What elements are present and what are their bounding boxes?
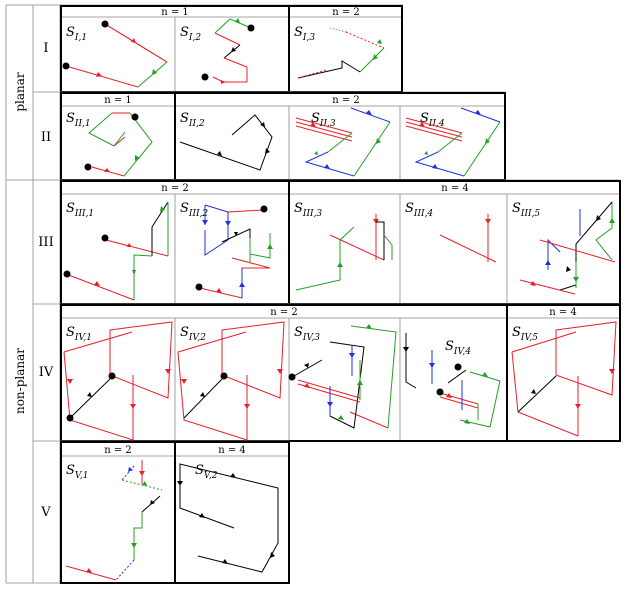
cell-S-IV-3: SIV,3: [288, 324, 397, 429]
svg-text:SV,2: SV,2: [195, 463, 218, 481]
svg-text:SIII,3: SIII,3: [294, 201, 322, 219]
cell-S-I-2: SI,2: [180, 18, 255, 84]
svg-text:SII,1: SII,1: [66, 111, 91, 129]
row-label-IV: IV: [39, 365, 54, 380]
cell-S-III-4: SIII,4: [405, 201, 497, 263]
row-II-grid: [60, 91, 506, 181]
cell-label: S: [66, 25, 75, 40]
svg-text:SV,1: SV,1: [66, 463, 88, 481]
n-label-I-a: n = 1: [161, 7, 189, 18]
cell-S-III-2: SIII,2: [180, 201, 273, 299]
svg-text:SIV,5: SIV,5: [512, 325, 538, 343]
cell-S-IV-1: SIV,1: [63, 321, 173, 441]
cell-S-II-4: SII,4: [405, 107, 501, 177]
svg-text:SI,2: SI,2: [180, 25, 201, 43]
group-label-nonplanar: non-planar: [13, 348, 27, 414]
cell-S-III-3: SIII,3: [294, 201, 393, 291]
cell-S-IV-2: SIV,2: [177, 321, 285, 441]
svg-text:SI,1: SI,1: [66, 25, 87, 43]
svg-text:SIII,2: SIII,2: [180, 201, 208, 219]
cell-S-III-1: SIII,1: [63, 201, 169, 301]
n-label-V-b: n = 4: [218, 445, 246, 456]
n-label-IV-a: n = 2: [270, 307, 298, 318]
n-label-II-a: n = 1: [104, 95, 132, 106]
cell-S-I-3: SI,3: [294, 25, 385, 79]
svg-text:SII,3: SII,3: [311, 111, 336, 129]
n-label-III-a: n = 2: [161, 183, 189, 194]
cell-S-IV-4: SIV,4: [403, 333, 501, 428]
row-label-II: II: [41, 130, 51, 145]
n-label-IV-b: n = 4: [549, 307, 577, 318]
svg-text:SIV,2: SIV,2: [180, 325, 206, 343]
svg-text:SIII,1: SIII,1: [66, 201, 94, 219]
cell-S-V-1: SV,1: [65, 460, 163, 581]
group-label-planar: planar: [13, 72, 27, 112]
svg-text:SIII,5: SIII,5: [512, 201, 540, 219]
cell-S-II-2: SII,2: [179, 111, 273, 171]
svg-text:SII,2: SII,2: [180, 111, 205, 129]
cell-S-V-2: SV,2: [177, 463, 279, 573]
svg-text:SIV,4: SIV,4: [445, 339, 471, 357]
cell-S-I-1: SI,1: [62, 20, 168, 88]
cell-S-III-5: SIII,5: [512, 201, 616, 295]
n-label-II-b: n = 2: [332, 95, 360, 106]
row-label-III: III: [38, 235, 53, 250]
n-label-V-a: n = 2: [104, 445, 132, 456]
svg-text:SI,3: SI,3: [294, 25, 315, 43]
row-label-I: I: [43, 41, 48, 56]
svg-text:SII,4: SII,4: [420, 111, 445, 129]
cell-S-II-3: SII,3: [295, 107, 391, 177]
row-V-grid: [60, 440, 290, 584]
svg-text:SIII,4: SIII,4: [405, 201, 433, 219]
svg-text:SIV,3: SIV,3: [294, 325, 320, 343]
n-label-I-b: n = 2: [332, 7, 360, 18]
cell-S-IV-5: SIV,5: [511, 321, 617, 437]
cell-S-II-1: SII,1: [66, 111, 153, 177]
svg-text:SIV,1: SIV,1: [66, 325, 92, 343]
n-label-III-b: n = 4: [441, 183, 469, 194]
row-label-V: V: [40, 505, 51, 520]
